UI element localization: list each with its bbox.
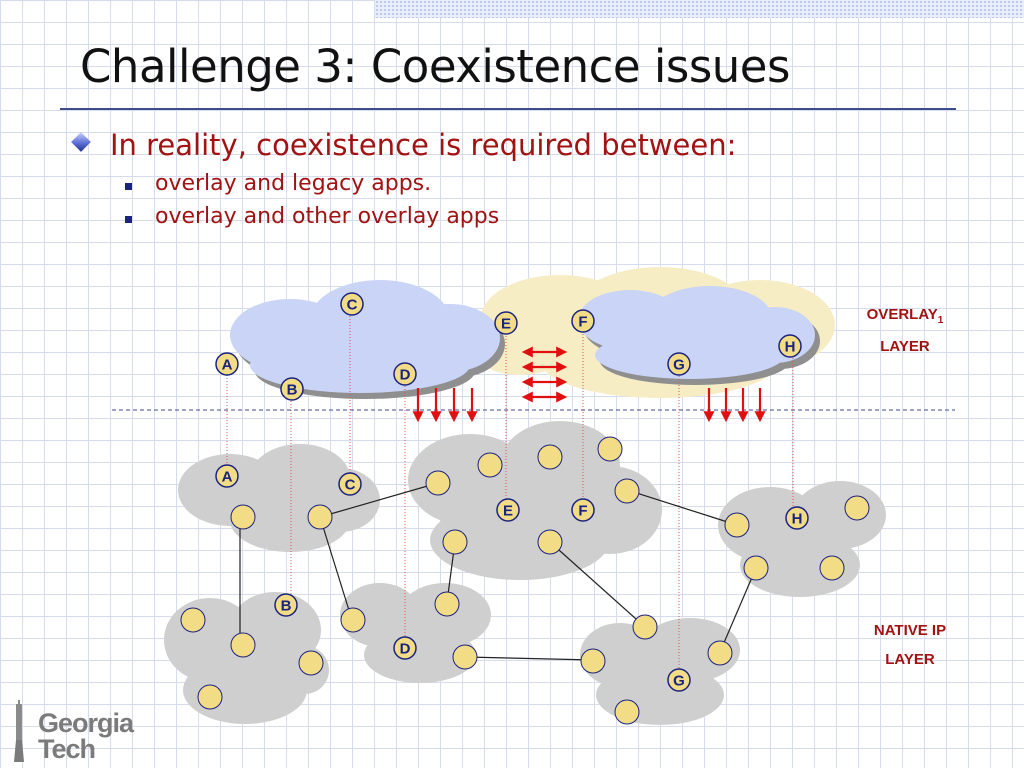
svg-text:A: A [222,469,233,486]
coexistence-arrows [412,346,766,423]
svg-text:B: B [287,382,298,399]
svg-text:D: D [400,641,411,658]
svg-text:B: B [281,598,292,615]
overlay-node-e: E [494,311,518,335]
native-node-b: B [274,593,298,617]
native-node-d: D [393,636,417,660]
sub-bullet-1: overlay and legacy apps. [155,171,432,196]
georgia-tech-logo: Georgia Tech [10,700,160,766]
overlay-cloud-blue-right [578,286,820,385]
native-node-a: A [215,464,239,488]
overlay-layer-label: OVERLAY1 LAYER [850,306,960,355]
slide-title: Challenge 3: Coexistence issues [80,40,790,93]
svg-text:A: A [222,357,233,374]
svg-text:F: F [578,503,587,520]
native-layer-label: NATIVE IP LAYER [850,622,970,668]
native-cloud-6 [580,618,740,725]
overlay-label-subscript: 1 [937,315,944,326]
overlay-node-a: A [215,352,239,376]
native-label-line1: NATIVE IP [873,622,947,639]
native-node-e: E [496,498,520,522]
overlay-node-c: C [340,292,364,316]
main-bullet-text: In reality, coexistence is required betw… [110,128,737,162]
overlay-node-f: F [571,309,595,333]
native-node-g: G [667,668,691,692]
header-decoration [375,0,1024,18]
native-label-line2: LAYER [885,651,935,668]
native-node-h: H [785,506,809,530]
overlay-label-line2: LAYER [880,338,930,355]
native-cloud-1 [178,444,380,552]
overlay-node-h: H [778,334,802,358]
svg-text:C: C [345,477,356,494]
svg-text:H: H [792,511,803,528]
native-nodes [180,436,870,725]
svg-text:H: H [785,339,796,356]
svg-text:E: E [503,503,513,520]
svg-text:C: C [347,297,358,314]
logo-line2: Tech [38,734,96,764]
tower-icon [14,700,24,762]
svg-text:D: D [400,367,411,384]
overlay-label-line1: OVERLAY [866,306,938,323]
overlay-cloud-blue-left [230,280,505,399]
square-bullet-icon [125,216,132,223]
native-node-f: F [571,498,595,522]
overlay-node-b: B [280,377,304,401]
sub-bullet-2: overlay and other overlay apps [155,204,500,229]
title-underline [60,108,956,110]
mapping-lines [226,310,794,675]
svg-text:G: G [673,673,685,690]
svg-text:F: F [578,314,587,331]
square-bullet-icon [125,183,132,190]
svg-text:E: E [501,316,511,333]
overlay-node-g: G [667,352,691,376]
logo-line1: Georgia [38,708,134,738]
overlay-node-d: D [393,362,417,386]
svg-text:G: G [673,357,685,374]
native-node-c: C [338,472,362,496]
